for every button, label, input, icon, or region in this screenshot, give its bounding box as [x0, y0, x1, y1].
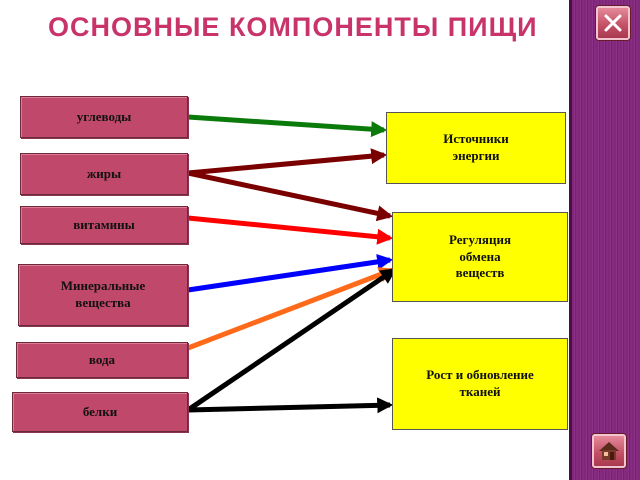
side-strip	[569, 0, 640, 480]
arrow-5	[187, 267, 395, 351]
home-button[interactable]	[592, 434, 626, 468]
component-minerals: Минеральные вещества	[18, 264, 188, 326]
component-label: жиры	[86, 165, 122, 181]
function-label: Рост и обновление тканей	[426, 367, 534, 399]
component-label: углеводы	[76, 108, 132, 124]
component-label: вода	[88, 351, 116, 367]
arrow-6	[186, 267, 397, 413]
component-vitamins: витамины	[20, 206, 188, 244]
component-label: белки	[82, 403, 118, 419]
function-label: Источники энергии	[443, 131, 509, 163]
function-label: Регуляция обмена веществ	[449, 231, 511, 281]
home-icon	[599, 442, 619, 460]
arrow-0	[187, 114, 388, 138]
arrow-2	[187, 170, 394, 222]
function-energy-source: Источники энергии	[386, 112, 566, 184]
component-water: вода	[16, 342, 188, 378]
function-metabolism-regulation: Регуляция обмена веществ	[392, 212, 568, 302]
page-title: ОСНОВНЫЕ КОМПОНЕНТЫ ПИЩИ	[48, 12, 538, 42]
close-button[interactable]	[596, 6, 630, 40]
arrow-7	[187, 397, 394, 414]
component-carbohydrates: углеводы	[20, 96, 188, 138]
function-tissue-growth: Рост и обновление тканей	[392, 338, 568, 430]
component-proteins: белки	[12, 392, 188, 432]
arrow-1	[187, 148, 388, 176]
component-fats: жиры	[20, 153, 188, 195]
close-icon	[604, 14, 622, 32]
arrow-4	[187, 253, 394, 293]
arrow-3	[187, 215, 394, 245]
component-label: Минеральные вещества	[60, 278, 146, 310]
component-label: витамины	[73, 216, 135, 232]
